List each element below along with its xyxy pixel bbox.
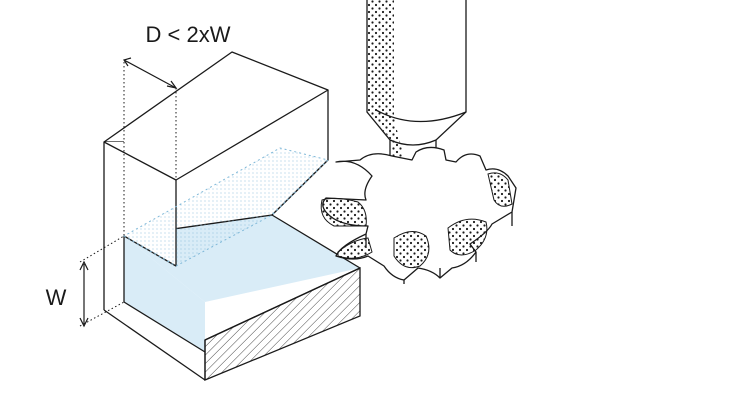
workpiece-block — [103, 51, 361, 381]
depth-rule-label: D < 2xW — [146, 22, 231, 47]
width-label: W — [46, 285, 67, 310]
depth-dimension: D < 2xW — [123, 22, 231, 266]
slot-back-wall — [124, 236, 205, 352]
slot-ceiling — [122, 147, 329, 267]
width-dimension: W — [46, 235, 125, 328]
t-slot-cutter — [320, 146, 517, 284]
